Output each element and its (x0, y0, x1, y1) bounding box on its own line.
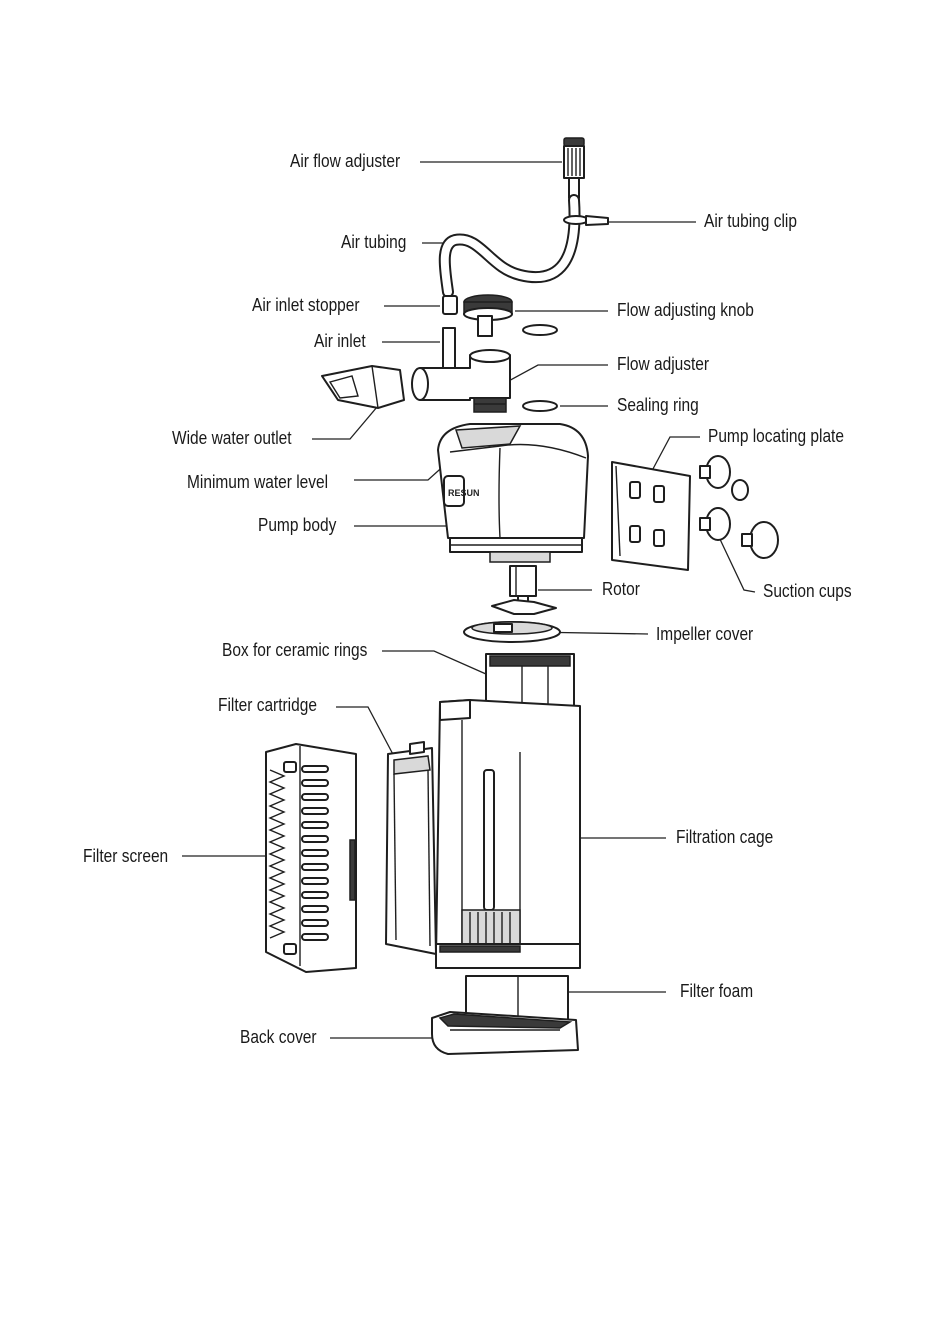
label-flow-adjusting-knob: Flow adjusting knob (617, 300, 754, 320)
flow-adjusting-knob-part (463, 294, 513, 337)
flow-adjuster-part (411, 349, 511, 413)
label-pump-body: Pump body (258, 515, 337, 535)
label-wide-water-outlet: Wide water outlet (172, 428, 292, 448)
label-air-tubing: Air tubing (341, 232, 407, 252)
back-cover-part (431, 1011, 579, 1055)
air-flow-adjuster-part (563, 137, 585, 199)
label-air-tubing-clip: Air tubing clip (704, 211, 797, 231)
sealing-ring-lower (522, 400, 558, 412)
pump-locating-plate-part (611, 461, 691, 571)
brand-mark: RESUN (448, 488, 480, 498)
label-box-for-ceramic-rings: Box for ceramic rings (222, 640, 368, 660)
leader-pump-locating-plate (645, 436, 700, 483)
leader-suction-cups (717, 534, 756, 593)
label-pump-locating-plate: Pump locating plate (708, 426, 844, 446)
label-air-inlet: Air inlet (314, 331, 366, 351)
leader-filter-cartridge (336, 706, 397, 761)
leader-wide-water-outlet (312, 393, 389, 440)
leader-lines (182, 161, 756, 1039)
label-air-flow-adjuster: Air flow adjuster (290, 151, 401, 171)
label-back-cover: Back cover (240, 1027, 317, 1047)
label-air-inlet-stopper: Air inlet stopper (252, 295, 360, 315)
filtration-cage-part (435, 699, 581, 969)
leader-box-ceramic (382, 650, 496, 679)
rotor-part (491, 565, 557, 615)
pump-body-part: RESUN (437, 423, 589, 563)
label-filter-cartridge: Filter cartridge (218, 695, 317, 715)
wide-water-outlet-part (321, 365, 405, 409)
filter-screen-slots (301, 765, 329, 941)
label-flow-adjuster: Flow adjuster (617, 354, 710, 374)
suction-cups-part (699, 455, 779, 559)
label-sealing-ring: Sealing ring (617, 395, 699, 415)
label-impeller-cover: Impeller cover (656, 624, 754, 644)
label-suction-cups: Suction cups (763, 581, 852, 601)
filter-screen-part (265, 743, 357, 973)
label-filtration-cage: Filtration cage (676, 827, 774, 847)
filter-cartridge-part (385, 741, 437, 955)
label-filter-foam: Filter foam (680, 981, 754, 1001)
label-minimum-water-level: Minimum water level (187, 472, 329, 492)
ceramic-ring-box-part (485, 653, 575, 711)
impeller-cover-part (463, 621, 561, 643)
label-rotor: Rotor (602, 579, 640, 599)
air-inlet-stopper-part (442, 295, 458, 315)
leader-flow-adjuster (504, 364, 608, 384)
air-tubing-part (438, 194, 609, 298)
label-filter-screen: Filter screen (83, 846, 169, 866)
sealing-ring-upper (522, 324, 558, 336)
